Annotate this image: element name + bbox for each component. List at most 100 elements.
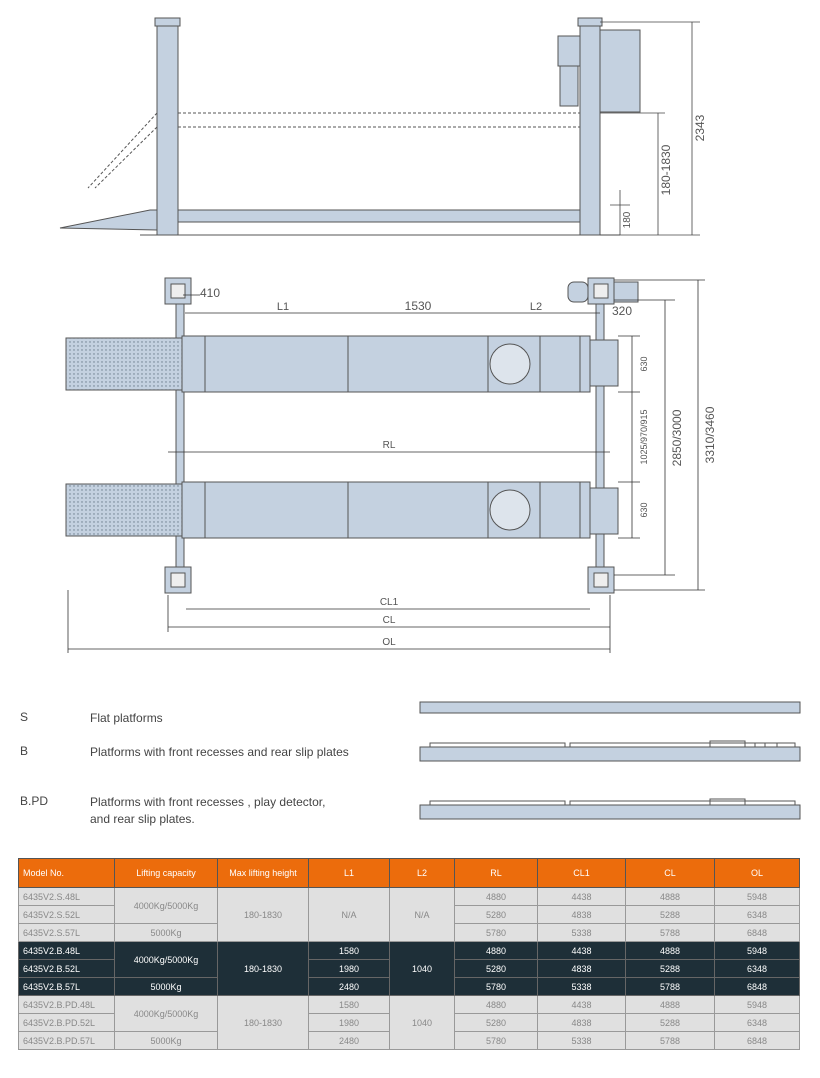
- cell-ol: 5948: [714, 941, 800, 960]
- cell-rl: 5780: [454, 1031, 538, 1050]
- cell-cl1: 5338: [537, 1031, 626, 1050]
- cell-cl1: 4438: [537, 941, 626, 960]
- cell-ol: 6848: [714, 923, 800, 942]
- cell-cl1: 5338: [537, 977, 626, 996]
- cell-cl: 5788: [625, 1031, 715, 1050]
- ramp-1: [65, 337, 183, 391]
- table-row: 6435V2.S.52L 5280 4838 5288 6348: [18, 905, 800, 924]
- right-post: [579, 19, 601, 236]
- legend-desc-bpd: Platforms with front recesses , play det…: [90, 795, 326, 809]
- header-model: Model No.: [18, 858, 115, 888]
- cell-l2: 1040: [389, 941, 455, 996]
- cell-model: 6435V2.S.52L: [18, 905, 115, 924]
- cell-cl1: 5338: [537, 923, 626, 942]
- cell-cl1: 4838: [537, 1013, 626, 1032]
- cell-capacity: 4000Kg/5000Kg: [114, 887, 218, 924]
- dim-lift-range: 180-1830: [659, 144, 673, 195]
- side-view-diagram: 2343 180-1830 180: [59, 17, 707, 236]
- cell-l1: 1580: [308, 995, 390, 1014]
- cell-cl: 5788: [625, 923, 715, 942]
- cell-l1: 1980: [308, 1013, 390, 1032]
- dim-platform-width-2: 630: [639, 502, 649, 517]
- cell-rl: 5280: [454, 959, 538, 978]
- cell-model: 6435V2.B.52L: [18, 959, 115, 978]
- platform-raised: [177, 112, 581, 128]
- left-post: [156, 19, 179, 236]
- cell-cl1: 4838: [537, 905, 626, 924]
- cell-capacity: 4000Kg/5000Kg: [114, 941, 218, 978]
- cell-ol: 6348: [714, 1013, 800, 1032]
- dim-post-width: 320: [612, 304, 632, 318]
- dim-outer-width: 3310/3460: [703, 406, 717, 463]
- cell-max-height: 180-1830: [217, 887, 309, 942]
- cell-l1: 1580: [308, 941, 390, 960]
- cell-rl: 4880: [454, 887, 538, 906]
- cell-model: 6435V2.S.57L: [18, 923, 115, 942]
- profile-s: [419, 701, 801, 714]
- ramp: [59, 209, 158, 231]
- dim-platform-width-1: 630: [639, 356, 649, 371]
- header-cl: CL: [625, 858, 715, 888]
- header-l1: L1: [308, 858, 390, 888]
- cell-ol: 5948: [714, 995, 800, 1014]
- cell-capacity: 5000Kg: [114, 977, 218, 996]
- cell-ol: 6848: [714, 1031, 800, 1050]
- cell-cl1: 4838: [537, 959, 626, 978]
- cell-cl: 4888: [625, 995, 715, 1014]
- cell-rl: 4880: [454, 941, 538, 960]
- cell-ol: 6848: [714, 977, 800, 996]
- cell-max-height: 180-1830: [217, 995, 309, 1050]
- model-spec-table: Model No. Lifting capacity Max lifting h…: [18, 858, 800, 1050]
- cell-capacity: 5000Kg: [114, 1031, 218, 1050]
- cell-cl: 4888: [625, 941, 715, 960]
- cell-l1: 2480: [308, 977, 390, 996]
- cell-cl: 5288: [625, 959, 715, 978]
- cell-rl: 4880: [454, 995, 538, 1014]
- cell-model: 6435V2.B.PD.52L: [18, 1013, 115, 1032]
- dim-min-height: 180: [622, 211, 633, 228]
- cell-l1: 1980: [308, 959, 390, 978]
- cell-ol: 6348: [714, 959, 800, 978]
- cell-cl: 5288: [625, 905, 715, 924]
- header-ol: OL: [714, 858, 800, 888]
- dim-inner-width: 2850/3000: [670, 409, 684, 466]
- header-rl: RL: [454, 858, 538, 888]
- legend-code-bpd: B.PD: [20, 794, 49, 808]
- motor: [567, 281, 589, 303]
- table-header-row: Model No. Lifting capacity Max lifting h…: [18, 858, 800, 888]
- dim-post-offset: 410: [200, 286, 220, 300]
- table-row: 6435V2.B.PD.52L 1980 5280 4838 5288 6348: [18, 1013, 800, 1032]
- platform-lowered: [177, 209, 581, 223]
- cell-ol: 6348: [714, 905, 800, 924]
- platform-profiles: [419, 701, 801, 820]
- dim-gap: 1530: [405, 299, 432, 313]
- cell-max-height: 180-1830: [217, 941, 309, 996]
- cell-rl: 5280: [454, 905, 538, 924]
- dim-total-height: 2343: [693, 114, 707, 141]
- cell-l1: 2480: [308, 1031, 390, 1050]
- cell-model: 6435V2.B.48L: [18, 941, 115, 960]
- plan-view-diagram: 410 L1 1530 L2 320 RL CL1 CL OL 630 1025…: [65, 277, 717, 653]
- legend-desc-bpd-line2: and rear slip plates.: [90, 812, 195, 826]
- cell-model: 6435V2.S.48L: [18, 887, 115, 906]
- table-row: 6435V2.B.57L 5000Kg 2480 5780 5338 5788 …: [18, 977, 800, 996]
- dim-ol: OL: [382, 637, 396, 648]
- turntable-1: [489, 343, 531, 385]
- cell-l1: N/A: [308, 887, 390, 942]
- cell-l2: N/A: [389, 887, 455, 942]
- header-cl1: CL1: [537, 858, 626, 888]
- dim-platform-gap: 1025/970/915: [639, 409, 649, 464]
- table-row: 6435V2.B.PD.57L 5000Kg 2480 5780 5338 57…: [18, 1031, 800, 1050]
- profile-b: [419, 746, 801, 762]
- turntable-2: [489, 489, 531, 531]
- legend-desc-s: Flat platforms: [90, 711, 163, 725]
- cell-cl1: 4438: [537, 887, 626, 906]
- cell-rl: 5780: [454, 923, 538, 942]
- table-row: 6435V2.B.48L 4000Kg/5000Kg 180-1830 1580…: [18, 941, 800, 996]
- ramp-2: [65, 483, 183, 537]
- cell-cl: 5288: [625, 1013, 715, 1032]
- dim-l1: L1: [277, 301, 289, 313]
- table-row: 6435V2.B.PD.48L 4000Kg/5000Kg 180-1830 1…: [18, 995, 800, 1050]
- table-row: 6435V2.S.48L 4000Kg/5000Kg 180-1830 N/A …: [18, 887, 800, 942]
